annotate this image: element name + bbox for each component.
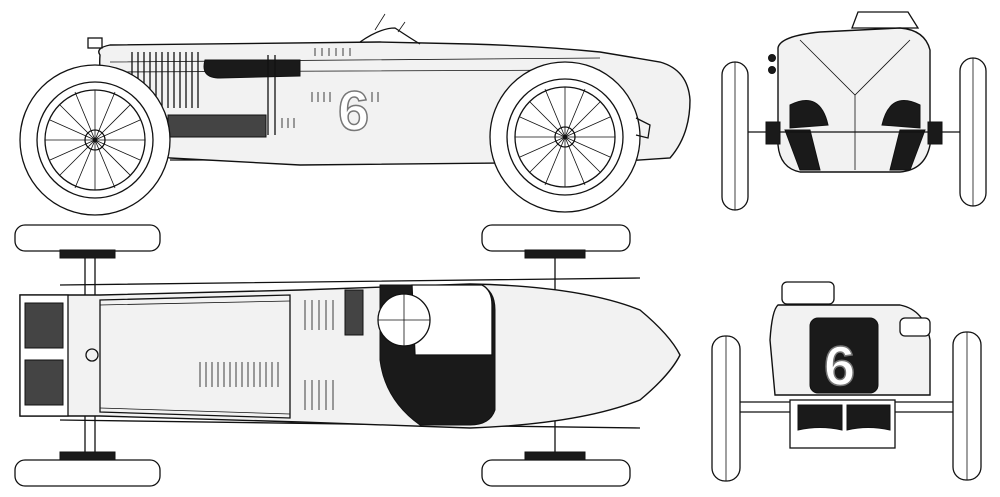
- front-left-duct: [789, 100, 829, 129]
- front-right-hub: [927, 121, 943, 145]
- top-front-left-tyre: [14, 224, 161, 252]
- side-lower-panel: [167, 114, 267, 138]
- front-lamp-upper: [768, 54, 776, 62]
- side-front-wheel: [19, 64, 171, 216]
- top-seat: [411, 284, 493, 356]
- side-cooling-slots: [281, 92, 379, 128]
- top-hood-louvres: [199, 362, 279, 387]
- top-radiator-core-lower: [24, 359, 64, 406]
- top-hood-edges: [99, 300, 291, 415]
- front-right-duct: [881, 100, 921, 129]
- top-filler-cap: [85, 348, 99, 362]
- rear-view: 6: [711, 281, 982, 482]
- top-dashboard-panel: [344, 289, 364, 336]
- rear-race-number: 6: [824, 334, 855, 397]
- top-rear-right-tyre: [481, 459, 631, 487]
- top-rear-left-hub: [524, 249, 586, 259]
- rear-fuel-tank: [899, 317, 931, 337]
- top-scuttle-slots: [304, 300, 334, 410]
- front-view: [721, 11, 987, 211]
- front-cowl: [851, 11, 920, 29]
- rear-tail-vents: [797, 404, 891, 431]
- top-front-right-tyre: [14, 459, 161, 487]
- side-view: 6: [19, 13, 691, 216]
- side-hood-strap: [267, 55, 276, 135]
- side-radiator-cap: [87, 37, 103, 49]
- front-lamp-lower: [768, 66, 776, 74]
- top-view: [14, 224, 681, 487]
- front-wheel-centerlines: [734, 58, 974, 210]
- rear-headrest: [781, 281, 835, 305]
- front-left-hub: [765, 121, 781, 145]
- side-race-number: 6: [338, 79, 369, 142]
- rear-number-panel: [809, 317, 879, 394]
- top-body-shell: [19, 283, 681, 429]
- front-body: [777, 27, 931, 173]
- side-windscreen: [374, 13, 406, 33]
- side-cockpit-cowl: [359, 27, 421, 45]
- top-front-right-hub: [59, 451, 116, 461]
- top-front-left-hub: [59, 249, 116, 259]
- front-lower-left-shadow: [784, 129, 821, 171]
- top-rear-right-hub: [524, 451, 586, 461]
- side-exhaust-pipe: [203, 59, 301, 79]
- rear-wheel-centerlines: [725, 332, 968, 481]
- side-rear-bumper: [635, 117, 651, 139]
- top-hood: [99, 294, 291, 419]
- front-lower-right-shadow: [889, 129, 926, 171]
- top-radiator-core-upper: [24, 302, 64, 349]
- side-rear-wheel: [489, 61, 641, 213]
- top-steering-spokes: [378, 294, 430, 346]
- side-top-slots: [314, 48, 351, 56]
- top-rear-left-tyre: [481, 224, 631, 252]
